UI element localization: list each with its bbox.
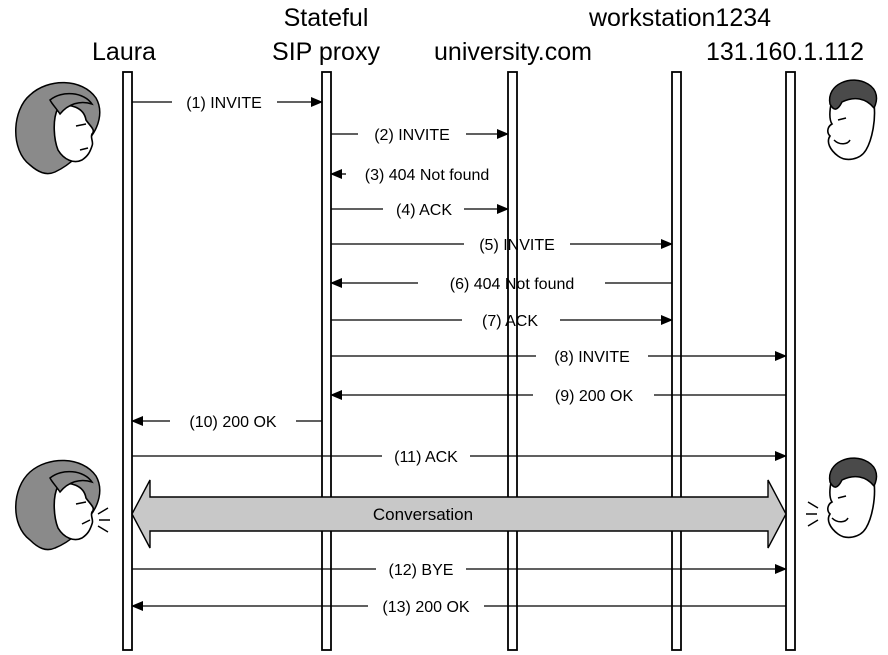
message-7: (7) ACK [331,313,673,330]
message-10: (10) 200 OK [131,414,322,431]
message-9-label: (9) 200 OK [555,388,634,405]
message-11-label: (11) ACK [394,449,458,466]
message-3-label: (3) 404 Not found [365,167,490,184]
message-8-label: (8) INVITE [554,349,630,366]
message-3: (3) 404 Not found [330,167,490,184]
woman-talking-icon [15,459,110,551]
lifeline-university [507,71,518,651]
conversation-label: Conversation [373,505,473,524]
message-2-label: (2) INVITE [374,127,450,144]
man-face-icon [827,79,878,161]
message-5-label: (5) INVITE [479,237,555,254]
message-9: (9) 200 OK [330,388,786,405]
message-1: (1) INVITE [132,95,323,112]
participant-laura-name: Laura [92,38,156,66]
message-1-label: (1) INVITE [186,95,262,112]
participant-host-name: 131.160.1.112 [706,38,864,66]
lifeline-workstation [671,71,682,651]
message-4: (4) ACK [331,202,509,219]
conversation-arrow: Conversation [131,479,787,549]
message-6: (6) 404 Not found [330,276,672,293]
message-12-label: (12) BYE [389,562,454,579]
woman-face-icon [15,81,101,175]
participant-university-name: university.com [434,38,592,66]
message-7-label: (7) ACK [482,313,538,330]
message-6-label: (6) 404 Not found [450,276,575,293]
participant-proxy-name-line2: SIP proxy [272,38,380,66]
participant-proxy-name-line1: Stateful [284,4,369,32]
message-5: (5) INVITE [331,237,673,254]
message-13: (13) 200 OK [131,599,786,616]
message-4-label: (4) ACK [396,202,452,219]
message-8: (8) INVITE [331,349,787,366]
message-11: (11) ACK [132,449,787,466]
message-2: (2) INVITE [331,127,509,144]
message-12: (12) BYE [132,562,787,579]
participant-workstation-name: workstation1234 [588,4,771,32]
lifeline-laura [122,71,133,651]
lifeline-host [785,71,796,651]
lifeline-proxy [321,71,332,651]
message-10-label: (10) 200 OK [189,414,276,431]
message-13-label: (13) 200 OK [382,599,469,616]
man-talking-icon [806,457,878,539]
